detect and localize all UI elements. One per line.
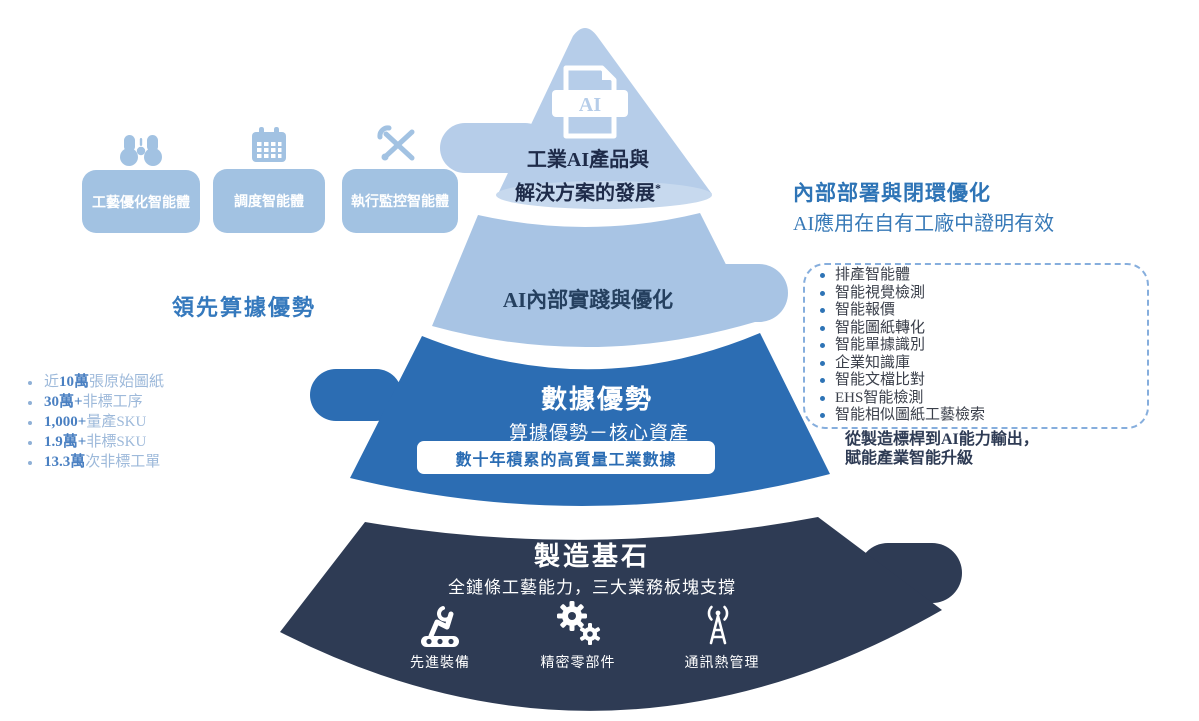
ai-icon-label: AI [579,94,601,116]
agent-label: 調度智能體 [234,193,304,209]
agent-box-process-optimization: 工藝優化智能體 [82,170,200,233]
stat-item: 1.9萬+非標SKU [28,432,164,452]
layer3-box-text: 數十年積累的高質量工業數據 [455,451,677,469]
bullet-dot [820,290,825,296]
capability-item: 智能報價 [820,302,985,320]
data-stats-list: 近10萬張原始圖紙 30萬+非標工序 1,000+量產SKU 1.9萬+非標SK… [28,372,164,472]
right-heading: 內部部署與閉環優化 [793,182,991,205]
agent-box-scheduling: 調度智能體 [213,169,325,233]
layer4-title: 製造基石 [533,541,651,571]
bullet-dot [820,360,825,366]
layer2-label: AI內部實踐與優化 [502,288,674,312]
capability-item: 智能文檔比對 [820,372,985,390]
bullet-dot [28,400,32,405]
robot-arm-icon [417,602,463,655]
capabilities-list: 排產智能體 智能視覺檢測 智能報價 智能圖紙轉化 智能單據識別 企業知識庫 智能… [820,267,985,425]
capability-item: 排產智能體 [820,267,985,285]
antenna-icon [695,603,741,654]
gears-icon [553,600,605,655]
bullet-dot [820,343,825,349]
bullet-dot [28,460,32,465]
pillar-label-equipment: 先進裝備 [410,654,470,670]
ai-file-icon: AI [548,60,632,149]
cone-shape [497,28,712,209]
agent-box-execution-monitoring: 執行監控智能體 [342,169,458,233]
tab-layer3-left [310,369,402,421]
bullet-dot [28,440,32,445]
agent-label: 執行監控智能體 [351,193,449,209]
layer4-shape [280,517,942,711]
stat-item: 1,000+量產SKU [28,412,164,432]
layer3-subtitle: 算據優勢－核心資產 [508,423,690,444]
bullet-dot [28,420,32,425]
capability-item: 智能相似圖紙工藝檢索 [820,407,985,425]
bullet-dot [820,378,825,384]
bullet-dot [820,325,825,331]
capability-item: 智能視覺檢測 [820,285,985,303]
stat-item: 30萬+非標工序 [28,392,164,412]
pillar-label-components: 精密零部件 [540,654,616,670]
pillar-label-thermal: 通訊熱管理 [684,654,760,670]
tools-icon [376,124,420,171]
right-footer: 從製造標桿到AI能力輸出， 賦能產業智能升級 [845,431,1039,467]
capability-item: 企業知識庫 [820,355,985,373]
bullet-dot [28,380,32,385]
left-heading: 領先算據優勢 [172,295,317,320]
layer3-title: 數據優勢 [540,384,654,414]
layer2-shape [432,213,755,348]
stat-item: 13.3萬次非標工單 [28,452,164,472]
bullet-dot [820,413,825,419]
capabilities-box [803,263,1149,429]
layer3-highlight-box: 數十年積累的高質量工業數據 [417,441,715,474]
cone-title: 工業AI產品與 解決方案的發展* [515,149,661,205]
capability-item: 智能單據識別 [820,337,985,355]
calendar-icon [249,126,289,171]
cone-base-highlight [496,181,712,209]
bullet-dot [820,273,825,279]
capability-item: EHS智能檢測 [820,390,985,408]
footnote-marker: * [655,181,661,195]
bullet-dot [820,395,825,401]
layer4-subtitle: 全鏈條工藝能力，三大業務板塊支撐 [448,578,736,597]
stat-item: 近10萬張原始圖紙 [28,372,164,392]
capability-item: 智能圖紙轉化 [820,320,985,338]
agent-label: 工藝優化智能體 [92,193,190,210]
bullet-dot [820,308,825,314]
binoculars-icon [117,128,165,173]
right-subheading: AI應用在自有工廠中證明有效 [793,213,1055,235]
